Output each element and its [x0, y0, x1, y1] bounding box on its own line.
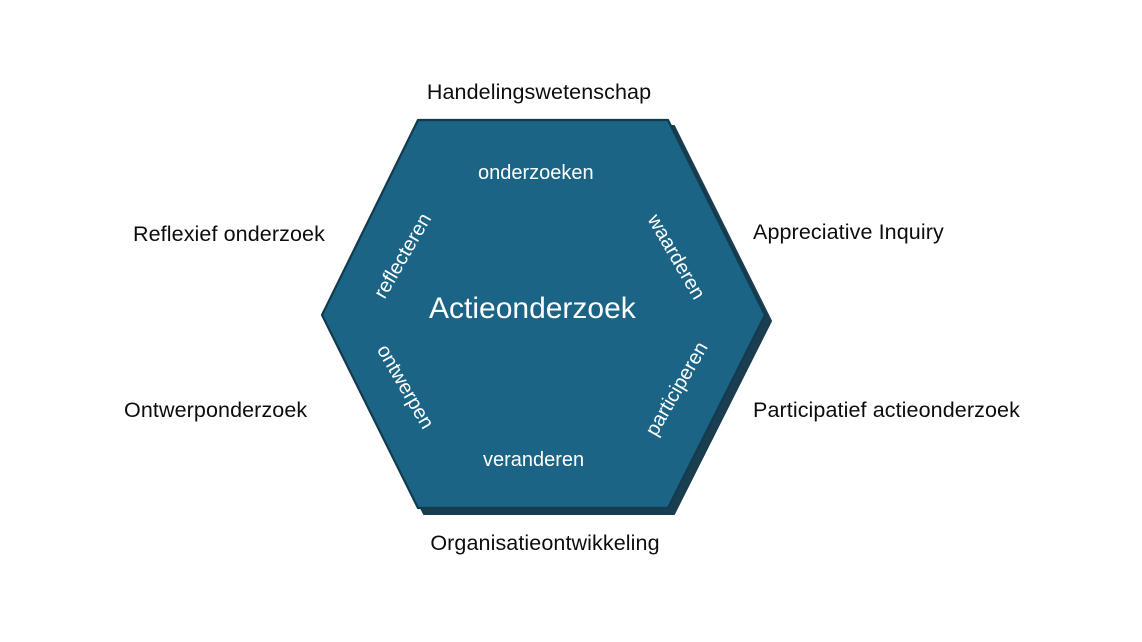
outer-label-ontwerponderzoek: Ontwerponderzoek: [124, 398, 308, 422]
outer-label-participatief-actieonderzoek: Participatief actieonderzoek: [753, 398, 1020, 422]
outer-label-reflexief-onderzoek: Reflexief onderzoek: [133, 222, 325, 246]
outer-label-organisatieontwikkeling: Organisatieontwikkeling: [430, 531, 660, 555]
outer-label-handelingswetenschap: Handelingswetenschap: [426, 80, 652, 104]
inner-label-onderzoeken: onderzoeken: [478, 162, 594, 184]
inner-label-veranderen: veranderen: [483, 449, 585, 471]
hexagon-body: [320, 118, 767, 510]
center-label-actieonderzoek: Actieonderzoek: [429, 292, 636, 325]
outer-label-appreciative-inquiry: Appreciative Inquiry: [753, 220, 944, 244]
